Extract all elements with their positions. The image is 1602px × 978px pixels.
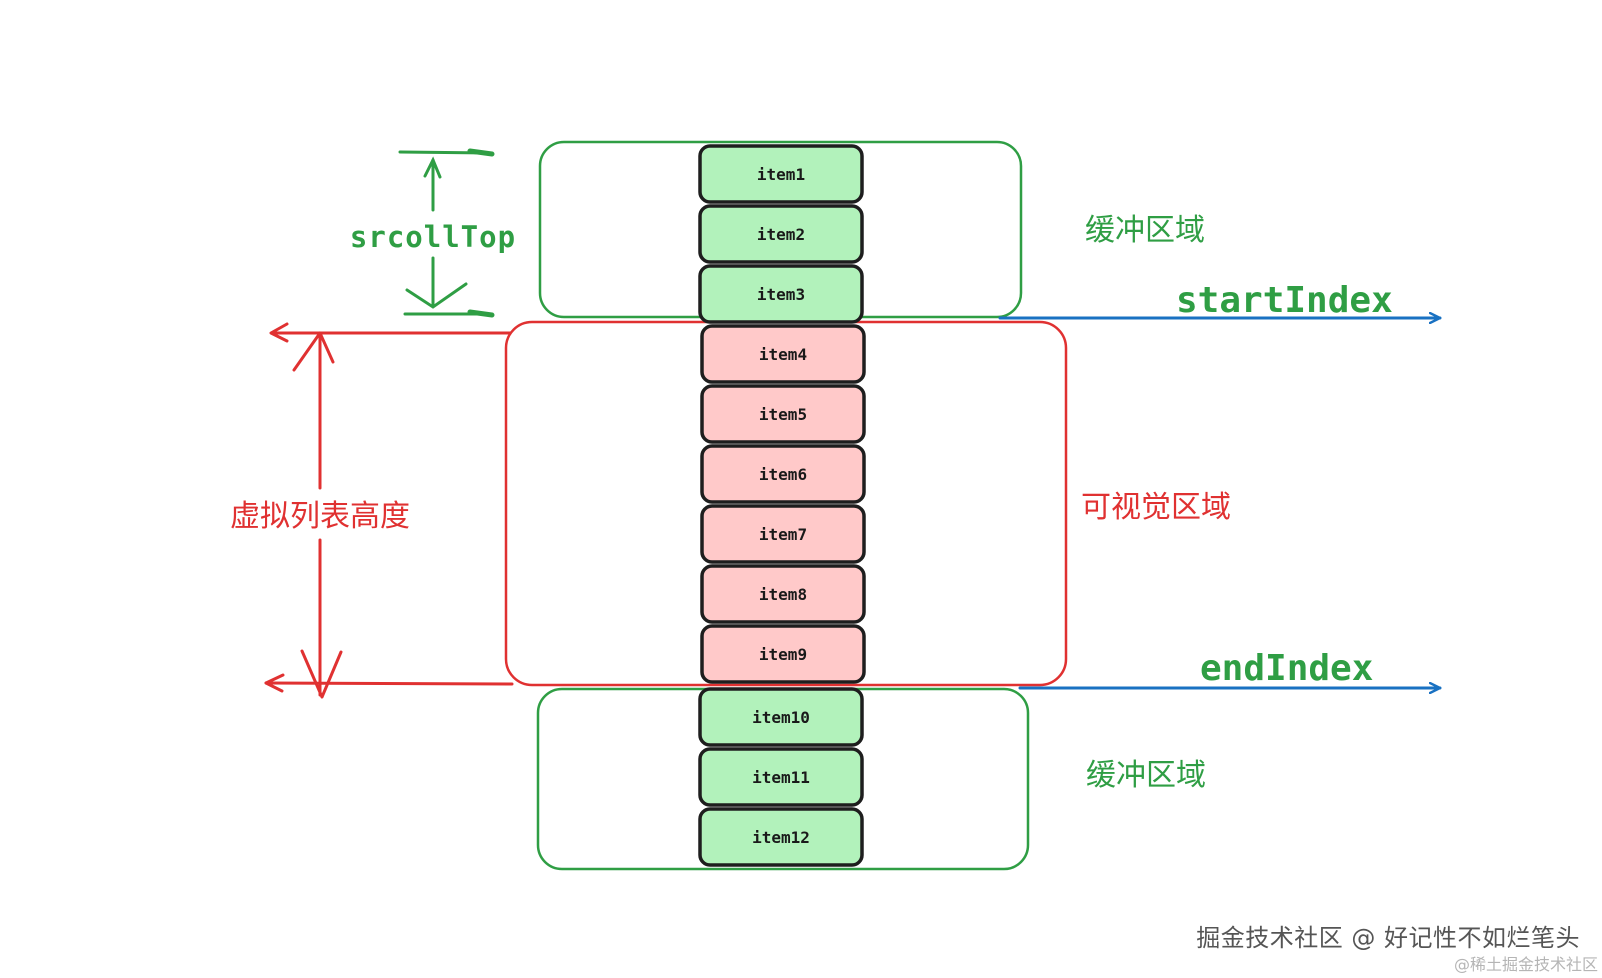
list-item-label: item6 [759,465,807,484]
list-item: item5 [700,384,866,444]
list-item-box [698,144,864,204]
list-item-box [700,624,866,684]
top-buffer-label: 缓冲区域 [1085,213,1205,248]
list-item: item2 [698,204,864,264]
list-item: item4 [700,324,866,384]
list-item: item8 [700,564,866,624]
list-item: item3 [698,264,864,324]
scroll-top-label: srcollTop [350,220,516,254]
list-item-box [700,444,866,504]
items-stack: item1 item2 item3 item4 item5 item6 item7 item8… [698,144,866,867]
scroll-top-indicator [398,148,495,318]
visible-area-label: 可视觉区域 [1081,490,1231,525]
start-index-label: startIndex [1176,280,1393,321]
list-height-up-arrow-head [292,331,335,372]
scroll-top-upper-bar-end [467,148,495,157]
bottom-buffer-label: 缓冲区域 [1086,758,1206,793]
scroll-top-up-arrow-head [423,156,442,179]
list-item: item9 [700,624,866,684]
list-item: item11 [698,747,864,807]
list-item-label: item3 [757,285,805,304]
list-item-box [698,687,864,747]
scroll-top-down-arrow-head [405,282,468,309]
watermark-main: 掘金技术社区 @ 好记性不如烂笔头 [1196,924,1580,952]
list-item-box [700,384,866,444]
list-height-bottom-line-head [264,673,285,693]
list-item-label: item12 [752,828,810,847]
list-item-box [698,204,864,264]
list-height-label: 虚拟列表高度 [230,499,410,534]
list-height-down-arrow-head [300,649,343,699]
list-item-label: item8 [759,585,807,604]
list-item-box [700,504,866,564]
list-item-label: item9 [759,645,807,664]
list-item-label: item10 [752,708,810,727]
list-item-box [698,807,864,867]
list-item-label: item7 [759,525,807,544]
list-item-label: item4 [759,345,807,364]
scroll-top-lower-bar-end [467,309,495,318]
list-item-label: item5 [759,405,807,424]
list-item: item12 [698,807,864,867]
list-item-box [700,564,866,624]
list-item: item6 [700,444,866,504]
list-height-top-line-head [269,322,289,343]
list-item: item10 [698,687,864,747]
list-item: item1 [698,144,864,204]
list-item-label: item1 [757,165,805,184]
watermark-sub: @稀土掘金技术社区 [1454,955,1598,974]
end-index-label: endIndex [1200,648,1373,689]
list-item: item7 [700,504,866,564]
list-item-box [700,324,866,384]
list-item-box [698,264,864,324]
list-item-label: item11 [752,768,810,787]
list-height-bottom-line [264,681,514,686]
list-item-label: item2 [757,225,805,244]
list-height-indicator [264,322,514,699]
list-item-box [698,747,864,807]
